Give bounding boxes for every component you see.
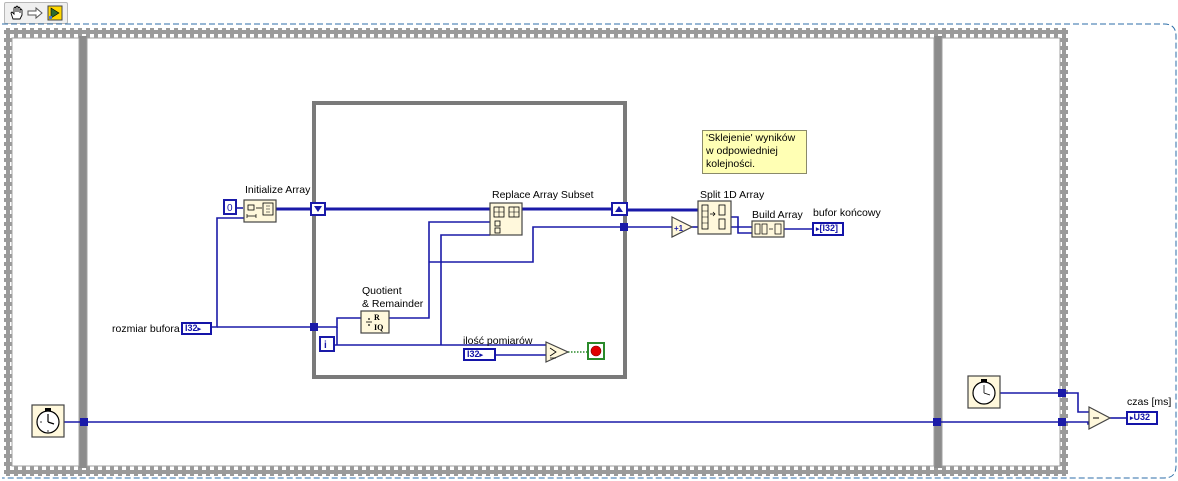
tick-count-right[interactable] bbox=[967, 375, 1001, 409]
shift-register-left[interactable] bbox=[310, 202, 326, 216]
rozmiar-bufora-control[interactable]: I32▸ bbox=[181, 322, 212, 335]
shift-register-right[interactable] bbox=[611, 202, 628, 216]
svg-text:R: R bbox=[374, 313, 380, 322]
zero-constant[interactable]: 0 bbox=[223, 199, 237, 215]
arrow-right-icon: ▸ bbox=[197, 326, 202, 333]
label-bufor-koncowy: bufor końcowy bbox=[813, 207, 881, 219]
arrow-right-icon: ▸ bbox=[479, 352, 484, 359]
bufor-koncowy-indicator[interactable]: ▸[I32] bbox=[812, 222, 844, 236]
initialize-array-node[interactable] bbox=[243, 199, 277, 223]
zero-value: 0 bbox=[227, 203, 233, 214]
run-highlight-icon[interactable] bbox=[47, 5, 63, 21]
split-1d-array-node[interactable] bbox=[697, 200, 732, 235]
ilosc-pomiarow-control[interactable]: I32▸ bbox=[463, 348, 496, 361]
hand-icon[interactable] bbox=[8, 5, 24, 21]
arrow-right-icon: ▸ bbox=[816, 226, 820, 233]
iteration-terminal[interactable]: i bbox=[319, 336, 335, 352]
label-replace-array-subset: Replace Array Subset bbox=[492, 189, 594, 201]
svg-text:IQ: IQ bbox=[374, 323, 383, 332]
label-rozmiar-bufora: rozmiar bufora bbox=[112, 323, 180, 335]
wires bbox=[56, 207, 1126, 425]
label-split-1d-array: Split 1D Array bbox=[700, 189, 765, 201]
frame-divider-1 bbox=[79, 36, 87, 468]
replace-array-subset-node[interactable] bbox=[489, 202, 523, 236]
for-loop-structure[interactable] bbox=[312, 101, 627, 379]
label-remainder: & Remainder bbox=[362, 298, 424, 310]
label-quotient: Quotient bbox=[362, 285, 402, 297]
comment-note[interactable]: 'Sklejenie' wyników w odpowiedniej kolej… bbox=[702, 130, 807, 174]
subtract-node[interactable] bbox=[1088, 406, 1112, 430]
label-czas-ms: czas [ms] bbox=[1127, 396, 1172, 408]
label-build-array: Build Array bbox=[752, 209, 803, 221]
arrow-right-icon[interactable] bbox=[27, 5, 43, 21]
arrow-right-icon: ▸ bbox=[1130, 415, 1134, 422]
tick-count-left[interactable] bbox=[31, 404, 65, 438]
iteration-label: i bbox=[324, 340, 327, 351]
rozmiar-bufora-type: I32 bbox=[185, 323, 198, 333]
label-ilosc-pomiarow: ilość pomiarów bbox=[463, 335, 533, 347]
czas-ms-type: U32 bbox=[1133, 412, 1151, 422]
label-initialize-array: Initialize Array bbox=[245, 184, 311, 196]
greater-or-equal-node[interactable] bbox=[545, 341, 570, 363]
stop-if-true-terminal[interactable] bbox=[587, 342, 605, 360]
dashed-region-border bbox=[2, 23, 1177, 479]
quotient-remainder-node[interactable]: R IQ bbox=[360, 310, 390, 334]
flat-sequence-structure[interactable] bbox=[4, 28, 1068, 476]
increment-node[interactable]: +1 bbox=[671, 216, 694, 238]
toolbar bbox=[4, 2, 68, 24]
bufor-koncowy-type: [I32] bbox=[819, 223, 839, 233]
tunnels bbox=[80, 223, 1066, 426]
build-array-node[interactable] bbox=[751, 220, 785, 238]
increment-label: +1 bbox=[674, 224, 684, 233]
array-wires bbox=[276, 207, 698, 212]
ilosc-pomiarow-type: I32 bbox=[467, 349, 480, 359]
frame-divider-2 bbox=[934, 36, 942, 468]
czas-ms-indicator[interactable]: ▸U32 bbox=[1126, 411, 1158, 425]
